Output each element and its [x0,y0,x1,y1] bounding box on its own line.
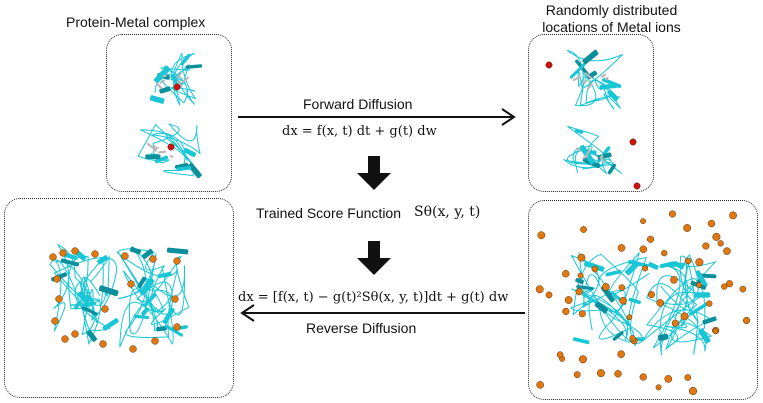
panel-noisy-complex [528,200,758,400]
block-down-arrow-icon-2 [357,241,391,275]
panel-random-metal-locations [528,34,654,192]
trained-score-label: Trained Score Function [256,205,401,221]
right-arrow-icon [238,108,516,126]
protein-structure-large-right [535,210,751,396]
protein-structure-large-left [49,243,190,353]
panel-protein-metal-complex [106,34,232,192]
panel-generated-complex [4,198,234,398]
protein-structure-small-left [137,52,203,179]
reverse-equation: dx = [f(x, t) − g(t)²Sθ(x, y, t)]dt + g(… [238,290,509,305]
top-right-title: Randomly distributed locations of Metal … [524,2,699,36]
block-down-arrow-icon [357,156,391,190]
forward-diffusion-label: Forward Diffusion [303,96,413,112]
score-symbol: Sθ(x, y, t) [414,204,481,220]
forward-equation: dx = f(x, t) dt + g(t) dw [282,124,437,139]
top-left-title: Protein-Metal complex [66,14,206,30]
reverse-diffusion-label: Reverse Diffusion [306,320,417,336]
top-right-title-line1: Randomly distributed [545,2,678,18]
top-right-title-line2: locations of Metal ions [542,19,681,35]
left-arrow-icon [240,304,525,322]
protein-structure-small-right [545,49,641,190]
